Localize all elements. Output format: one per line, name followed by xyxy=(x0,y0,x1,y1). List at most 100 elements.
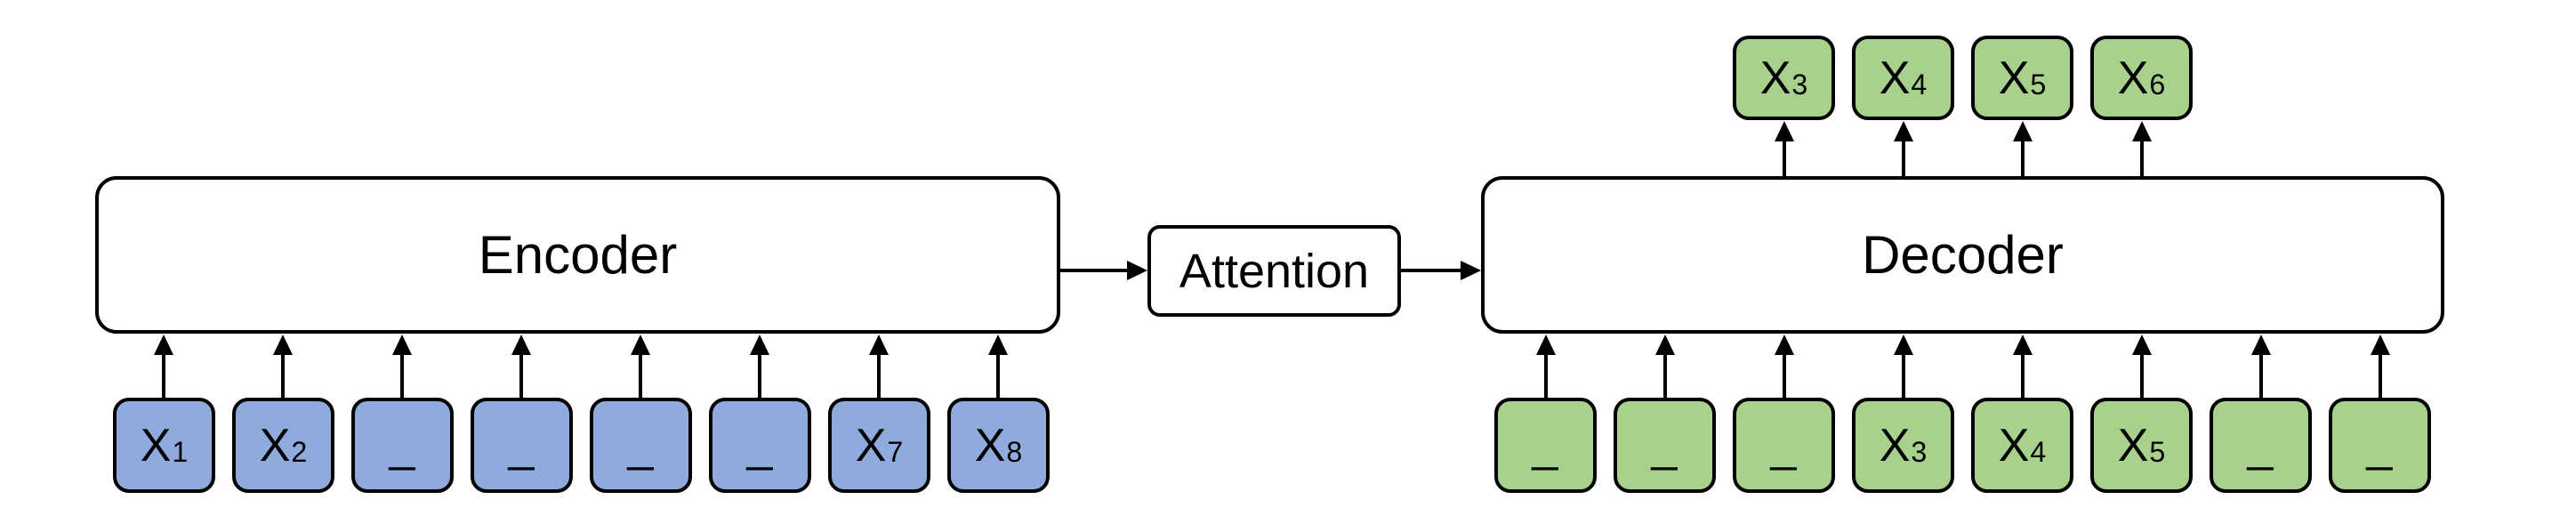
token-subscript: 3 xyxy=(1791,69,1808,101)
arrowhead-up xyxy=(1775,335,1794,355)
token-text: _ xyxy=(1651,419,1678,472)
arrowhead-up xyxy=(273,335,293,355)
decoder-box: Decoder xyxy=(1481,176,2444,334)
decoder-input-token: _ xyxy=(1494,398,1597,493)
token-subscript: 4 xyxy=(2030,436,2047,469)
token-text: X xyxy=(1879,419,1911,472)
decoder-input-arrow xyxy=(1893,335,1914,398)
token-text: _ xyxy=(2247,419,2274,472)
decoder-input-arrow xyxy=(2012,335,2033,398)
arrow-line xyxy=(1783,141,1786,176)
token-subscript: 2 xyxy=(291,436,308,469)
encoder-to-attention-arrow xyxy=(1060,261,1147,280)
encoder-input-arrow xyxy=(272,335,294,398)
arrow-line xyxy=(877,355,881,398)
arrow-line xyxy=(1663,355,1667,398)
arrowhead-up xyxy=(1536,335,1556,355)
arrowhead-up xyxy=(154,335,173,355)
token-text: _ xyxy=(627,419,654,472)
arrowhead-up xyxy=(750,335,769,355)
token-text: X xyxy=(974,419,1006,472)
token-text: X xyxy=(1759,52,1791,104)
token-text: X xyxy=(1998,52,2030,104)
token-text: _ xyxy=(2366,419,2393,472)
arrow-line xyxy=(519,355,523,398)
encoder-input-arrow xyxy=(749,335,770,398)
encoder-token: _ xyxy=(709,398,811,493)
encoder-token: _ xyxy=(351,398,454,493)
token-subscript: 5 xyxy=(2030,69,2047,101)
token-subscript: 5 xyxy=(2149,436,2166,469)
encoder-input-arrow xyxy=(868,335,890,398)
encoder-input-arrow xyxy=(511,335,532,398)
token-text: X xyxy=(2117,419,2149,472)
token-text: _ xyxy=(508,419,535,472)
token-text: _ xyxy=(1532,419,1558,472)
arrow-line xyxy=(1902,141,1905,176)
arrow-line xyxy=(1902,355,1905,398)
decoder-input-arrow xyxy=(1535,335,1557,398)
arrow-line xyxy=(1060,269,1127,272)
attention-to-decoder-arrow xyxy=(1401,261,1481,280)
token-text: X xyxy=(140,419,172,472)
encoder-input-arrow xyxy=(987,335,1009,398)
token-text: X xyxy=(1879,52,1911,104)
arrow-line xyxy=(1783,355,1786,398)
decoder-output-arrow xyxy=(2012,121,2033,176)
arrow-line xyxy=(400,355,404,398)
arrowhead-right xyxy=(1127,261,1147,280)
decoder-input-token: _ xyxy=(1614,398,1716,493)
arrowhead-up xyxy=(869,335,889,355)
encoder-token: _ xyxy=(590,398,692,493)
token-subscript: 7 xyxy=(887,436,904,469)
token-text: _ xyxy=(1770,419,1797,472)
encoder-input-arrow xyxy=(391,335,413,398)
arrow-line xyxy=(2021,355,2025,398)
arrow-line xyxy=(1401,269,1461,272)
decoder-input-arrow xyxy=(1774,335,1795,398)
token-subscript: 6 xyxy=(2149,69,2166,101)
arrowhead-up xyxy=(2132,121,2152,141)
encoder-token: _ xyxy=(471,398,573,493)
arrow-line xyxy=(281,355,285,398)
arrow-line xyxy=(2379,355,2382,398)
token-text: _ xyxy=(389,419,415,472)
arrowhead-up xyxy=(2251,335,2271,355)
arrow-line xyxy=(1544,355,1548,398)
arrowhead-up xyxy=(1775,121,1794,141)
arrowhead-up xyxy=(1894,335,1913,355)
token-text: X xyxy=(259,419,291,472)
arrow-line xyxy=(2259,355,2263,398)
arrowhead-up xyxy=(631,335,650,355)
attention-box: Attention xyxy=(1147,225,1401,317)
decoder-input-arrow xyxy=(2250,335,2272,398)
arrowhead-up xyxy=(2371,335,2390,355)
arrowhead-up xyxy=(392,335,412,355)
arrow-line xyxy=(2140,355,2144,398)
token-text: X xyxy=(855,419,887,472)
decoder-input-token: _ xyxy=(2329,398,2431,493)
token-text: X xyxy=(2117,52,2149,104)
arrowhead-up xyxy=(2013,121,2033,141)
arrowhead-up xyxy=(2132,335,2152,355)
arrowhead-up xyxy=(1655,335,1675,355)
encoder-input-arrow xyxy=(630,335,651,398)
encoder-label: Encoder xyxy=(478,224,678,285)
arrow-line xyxy=(639,355,642,398)
arrowhead-up xyxy=(1894,121,1913,141)
arrowhead-up xyxy=(511,335,531,355)
token-subscript: 1 xyxy=(172,436,189,469)
decoder-label: Decoder xyxy=(1862,224,2064,285)
decoder-input-token: _ xyxy=(1733,398,1835,493)
arrow-line xyxy=(2140,141,2144,176)
